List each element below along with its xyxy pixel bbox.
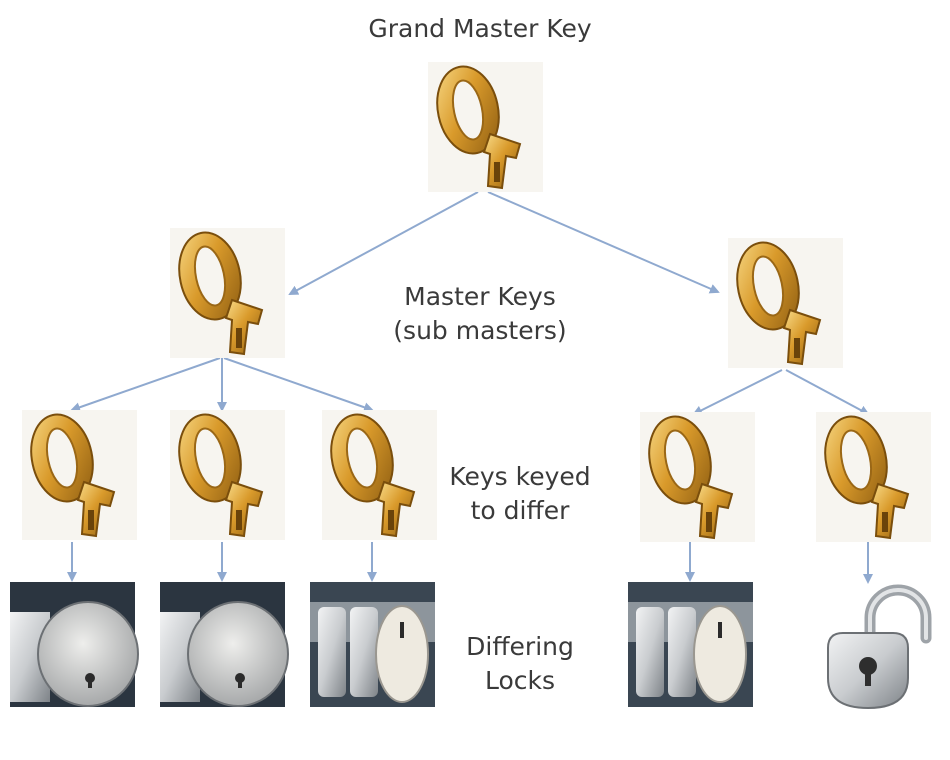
connector-arrows [67,191,873,584]
arrow-master-right-to-key-5 [785,369,870,415]
keyed-to-differ-label: Keys keyed to differ [430,460,610,528]
differ-key-3-icon [321,407,438,541]
locks-text: Locks [484,666,556,695]
grand-master-key-label: Grand Master Key [330,12,630,46]
keys-keyed-text: Keys keyed [449,462,591,491]
to-differ-text: to differ [470,496,570,525]
differing-locks-label: Differing Locks [440,630,600,698]
master-key-right-icon [727,235,844,369]
sub-masters-text: (sub masters) [393,316,567,345]
grand-master-key-icon [427,59,544,194]
euro-cylinder-lock-2-icon [627,581,754,708]
arrow-master-right-to-key-4 [692,369,783,415]
arrow-grand-to-master-right [487,191,720,294]
round-cylinder-lock-2-icon [159,581,289,708]
differ-key-2-icon [169,407,286,541]
master-keys-label: Master Keys (sub masters) [360,280,600,348]
arrow-master-left-to-key-1 [70,357,221,413]
differ-key-1-icon [21,407,138,541]
differ-key-5-icon [815,409,932,543]
differ-key-4-icon [639,409,756,543]
arrow-master-left-to-key-3 [223,357,374,413]
master-key-left-icon [169,225,286,359]
master-keys-text: Master Keys [404,282,556,311]
euro-cylinder-lock-1-icon [309,581,436,708]
grand-master-key-text: Grand Master Key [368,14,592,43]
open-padlock-icon [828,590,926,708]
arrow-grand-to-master-left [288,191,479,295]
differing-text: Differing [466,632,574,661]
round-cylinder-lock-1-icon [9,581,139,708]
